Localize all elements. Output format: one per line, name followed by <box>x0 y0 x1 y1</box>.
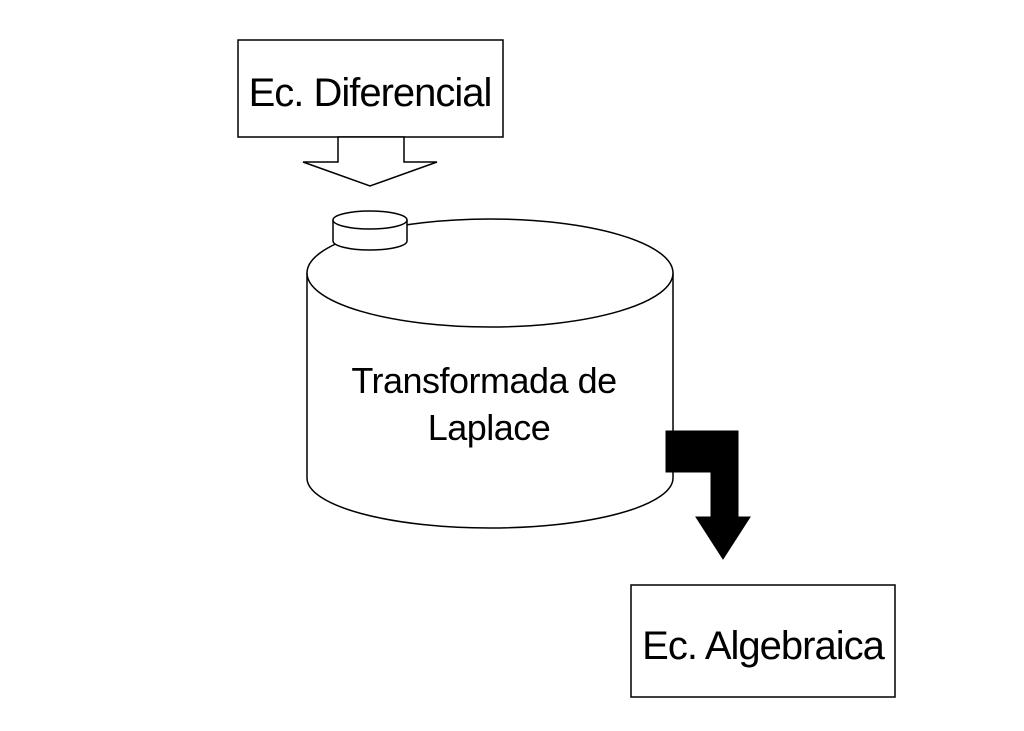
output-box-label: Ec. Algebraica <box>642 624 885 668</box>
input-box-label: Ec. Diferencial <box>249 71 492 115</box>
laplace-tank: Transformada de Laplace <box>306 210 674 529</box>
tank-label-line2: Laplace <box>428 407 551 448</box>
output-box: Ec. Algebraica <box>630 584 896 698</box>
input-box-frame <box>237 39 504 138</box>
tank-label-line1: Transformada de <box>351 360 616 401</box>
tank-body <box>306 273 674 529</box>
output-box-frame <box>630 584 896 698</box>
input-box: Ec. Diferencial <box>237 39 504 138</box>
output-pipe-arrow <box>665 430 751 560</box>
tank-inlet-top <box>332 210 408 230</box>
input-down-arrow <box>302 136 438 187</box>
